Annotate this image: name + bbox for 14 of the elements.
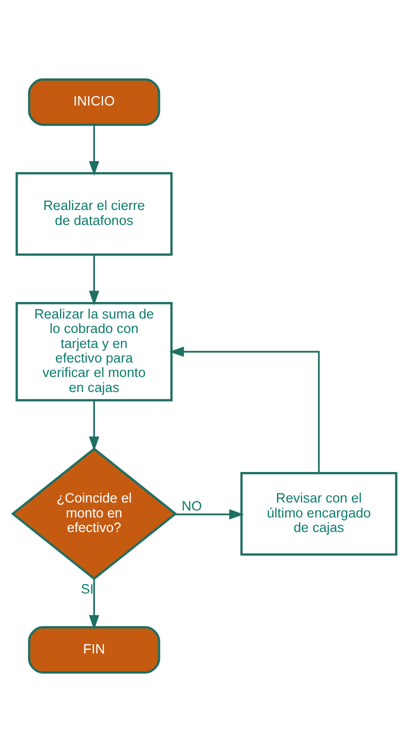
arrow	[174, 508, 244, 519]
arrow	[88, 400, 100, 451]
edge-label: NO	[182, 498, 202, 514]
node-box: FIN	[28, 626, 160, 674]
node-diamond: ¿Coincide el monto en efectivo?	[10, 446, 178, 580]
arrow	[169, 346, 320, 472]
node-box: Realizar la suma de lo cobrado con tarjeta y en efectivo para verificar el monto en cajas	[16, 302, 173, 401]
arrow	[88, 254, 100, 305]
arrow	[88, 578, 100, 630]
node-box: Realizar el cierre de datafonos	[16, 172, 173, 256]
edge-label: SI	[80, 581, 94, 596]
arrow	[88, 124, 100, 176]
node-box: Revisar con el último encargado de cajas	[240, 472, 398, 556]
node-box: INICIO	[28, 78, 160, 126]
